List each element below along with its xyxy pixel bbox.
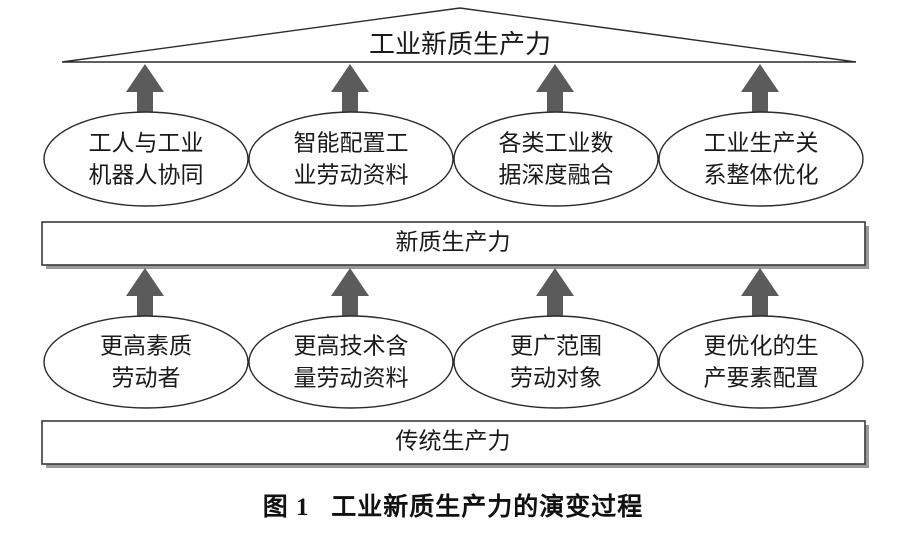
node-lower-4-ellipse [658, 315, 864, 409]
node-lower-1-line1: 更高素质 [100, 333, 192, 358]
node-upper-4-ellipse [658, 111, 864, 207]
node-upper-2-ellipse [248, 111, 454, 207]
node-lower-2-ellipse [248, 315, 454, 409]
node-upper-4-line1: 工业生产关 [704, 130, 819, 155]
node-upper-2[interactable]: 智能配置工 业劳动资料 [248, 111, 454, 207]
node-lower-1-ellipse [43, 315, 249, 409]
node-lower-3-line2: 劳动对象 [510, 365, 602, 390]
roof-group: 工业新质生产力 [61, 7, 857, 63]
node-upper-1-line1: 工人与工业 [89, 130, 204, 155]
upper-nodes-group: 工人与工业 机器人协同 智能配置工 业劳动资料 各类工业数 据深度融合 工业生产… [43, 111, 864, 207]
node-lower-4-line2: 产要素配置 [704, 365, 819, 390]
roof-label: 工业新质生产力 [369, 30, 551, 59]
arrow-up-4 [741, 64, 779, 122]
arrow-up-2 [331, 64, 369, 122]
arrow-low-3 [536, 268, 574, 322]
node-lower-3[interactable]: 更广范围 劳动对象 [453, 315, 659, 409]
node-upper-2-line2: 业劳动资料 [294, 162, 409, 187]
middle-bar [41, 221, 866, 266]
node-lower-3-line1: 更广范围 [510, 333, 602, 358]
middle-bar-label: 新质生产力 [396, 229, 511, 254]
node-upper-3-ellipse [453, 111, 659, 207]
lower-arrows-group [126, 268, 779, 322]
node-lower-2[interactable]: 更高技术含 量劳动资料 [248, 315, 454, 409]
node-upper-1[interactable]: 工人与工业 机器人协同 [43, 111, 249, 207]
node-upper-3-line2: 据深度融合 [499, 162, 614, 187]
node-lower-4-line1: 更优化的生 [704, 333, 819, 358]
node-upper-1-ellipse [43, 111, 249, 207]
middle-bar-group: 新质生产力 [41, 221, 869, 269]
node-lower-4[interactable]: 更优化的生 产要素配置 [658, 315, 864, 409]
bottom-bar [41, 420, 866, 465]
node-lower-1[interactable]: 更高素质 劳动者 [43, 315, 249, 409]
roof-triangle [61, 7, 857, 63]
node-lower-1-line2: 劳动者 [112, 365, 181, 390]
figure-caption: 图 1 工业新质生产力的演变过程 [262, 494, 644, 521]
node-lower-3-ellipse [453, 315, 659, 409]
lower-nodes-group: 更高素质 劳动者 更高技术含 量劳动资料 更广范围 劳动对象 更优化的生 产要素… [43, 315, 864, 409]
node-upper-4-line2: 系整体优化 [704, 162, 819, 187]
node-upper-2-line1: 智能配置工 [294, 130, 409, 155]
node-upper-4[interactable]: 工业生产关 系整体优化 [658, 111, 864, 207]
bottom-bar-group: 传统生产力 [41, 420, 869, 468]
arrow-low-1 [126, 268, 164, 322]
node-upper-1-line2: 机器人协同 [89, 162, 204, 187]
node-lower-2-line1: 更高技术含 [294, 333, 409, 358]
arrow-up-3 [536, 64, 574, 122]
arrow-low-2 [331, 268, 369, 322]
bottom-bar-label: 传统生产力 [396, 428, 511, 453]
upper-arrows-group [126, 64, 779, 122]
arrow-up-1 [126, 64, 164, 122]
node-upper-3[interactable]: 各类工业数 据深度融合 [453, 111, 659, 207]
node-lower-2-line2: 量劳动资料 [294, 365, 409, 390]
arrow-low-4 [741, 268, 779, 322]
node-upper-3-line1: 各类工业数 [499, 130, 614, 155]
